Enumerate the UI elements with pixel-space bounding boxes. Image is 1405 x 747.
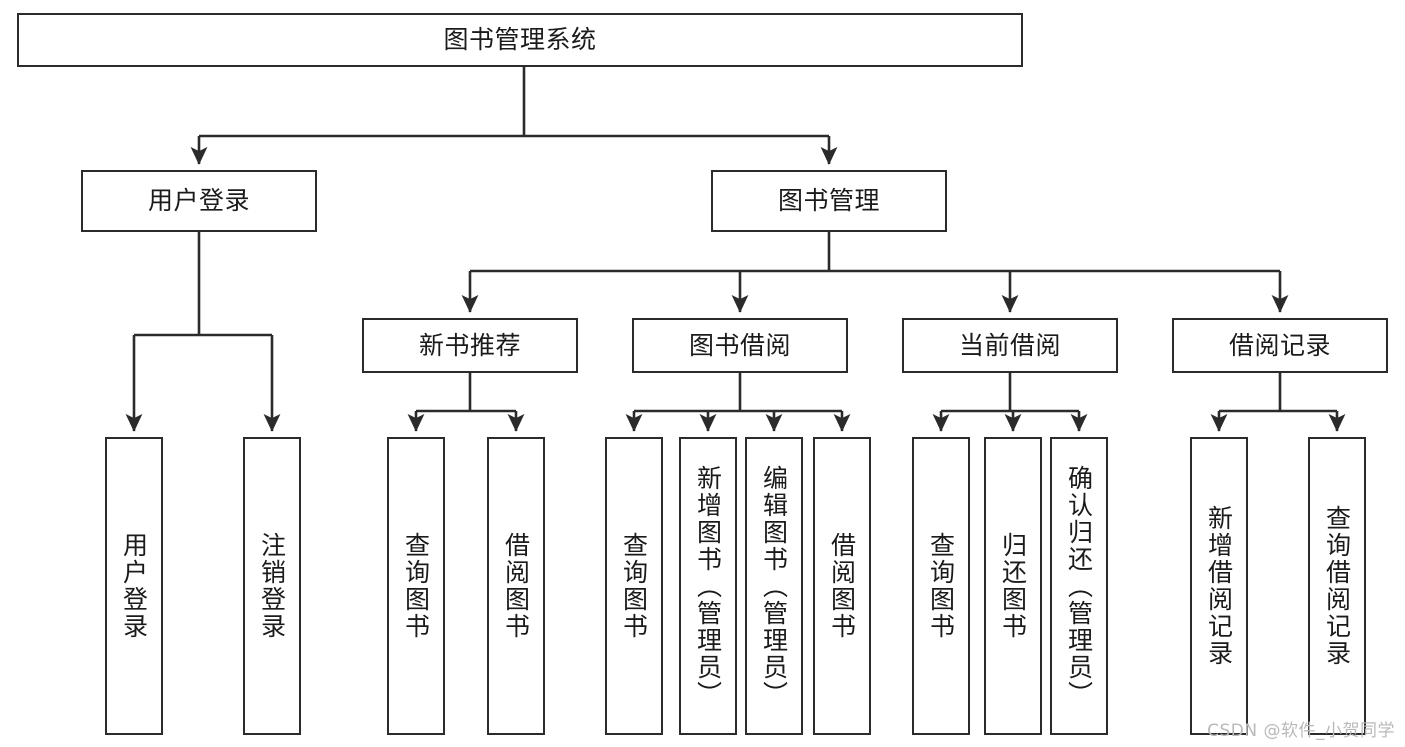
- node-leaf-add-record-label: 新增借阅记录: [1204, 505, 1234, 667]
- node-leaf-return-book[interactable]: 归还图书: [984, 437, 1042, 735]
- node-leaf-borrow-book-rec-label: 借阅图书: [501, 532, 531, 640]
- node-leaf-query-book[interactable]: 查询图书: [605, 437, 663, 735]
- node-leaf-query-record[interactable]: 查询借阅记录: [1308, 437, 1366, 735]
- node-root-label: 图书管理系统: [443, 25, 597, 55]
- node-leaf-borrow-book-label: 借阅图书: [827, 532, 857, 640]
- node-borrow-record[interactable]: 借阅记录: [1172, 318, 1388, 373]
- node-user-login[interactable]: 用户登录: [81, 170, 317, 232]
- node-leaf-query-book-label: 查询图书: [619, 532, 649, 640]
- node-root[interactable]: 图书管理系统: [17, 13, 1023, 67]
- node-leaf-borrow-book[interactable]: 借阅图书: [813, 437, 871, 735]
- node-current-borrow[interactable]: 当前借阅: [902, 318, 1118, 373]
- node-leaf-add-book-label: 新增图书（管理员）: [693, 464, 723, 708]
- node-leaf-logout[interactable]: 注销登录: [243, 437, 301, 735]
- node-book-borrow-label: 图书借阅: [688, 330, 791, 360]
- node-leaf-add-record[interactable]: 新增借阅记录: [1190, 437, 1248, 735]
- node-leaf-borrow-book-rec[interactable]: 借阅图书: [487, 437, 545, 735]
- node-leaf-edit-book[interactable]: 编辑图书（管理员）: [745, 437, 803, 735]
- node-leaf-query-book-rec[interactable]: 查询图书: [387, 437, 445, 735]
- node-user-login-label: 用户登录: [147, 186, 250, 216]
- node-new-book-rec-label: 新书推荐: [418, 330, 521, 360]
- node-leaf-query-book-rec-label: 查询图书: [401, 532, 431, 640]
- node-leaf-add-book[interactable]: 新增图书（管理员）: [679, 437, 737, 735]
- csdn-watermark: CSDN @软件_小贺同学: [1207, 721, 1395, 741]
- node-book-borrow[interactable]: 图书借阅: [632, 318, 848, 373]
- node-borrow-record-label: 借阅记录: [1228, 330, 1331, 360]
- node-current-borrow-label: 当前借阅: [958, 330, 1061, 360]
- node-leaf-query-record-label: 查询借阅记录: [1322, 505, 1352, 667]
- node-leaf-query-book-cur-label: 查询图书: [926, 532, 956, 640]
- node-book-manage[interactable]: 图书管理: [711, 170, 947, 232]
- node-book-manage-label: 图书管理: [777, 186, 880, 216]
- node-leaf-return-book-label: 归还图书: [998, 532, 1028, 640]
- node-leaf-query-book-cur[interactable]: 查询图书: [912, 437, 970, 735]
- node-leaf-user-login-label: 用户登录: [119, 532, 149, 640]
- node-leaf-confirm-return-label: 确认归还（管理员）: [1064, 464, 1094, 708]
- node-leaf-edit-book-label: 编辑图书（管理员）: [759, 464, 789, 708]
- node-new-book-rec[interactable]: 新书推荐: [362, 318, 578, 373]
- node-leaf-user-login[interactable]: 用户登录: [105, 437, 163, 735]
- node-leaf-confirm-return[interactable]: 确认归还（管理员）: [1050, 437, 1108, 735]
- node-leaf-logout-label: 注销登录: [257, 532, 287, 640]
